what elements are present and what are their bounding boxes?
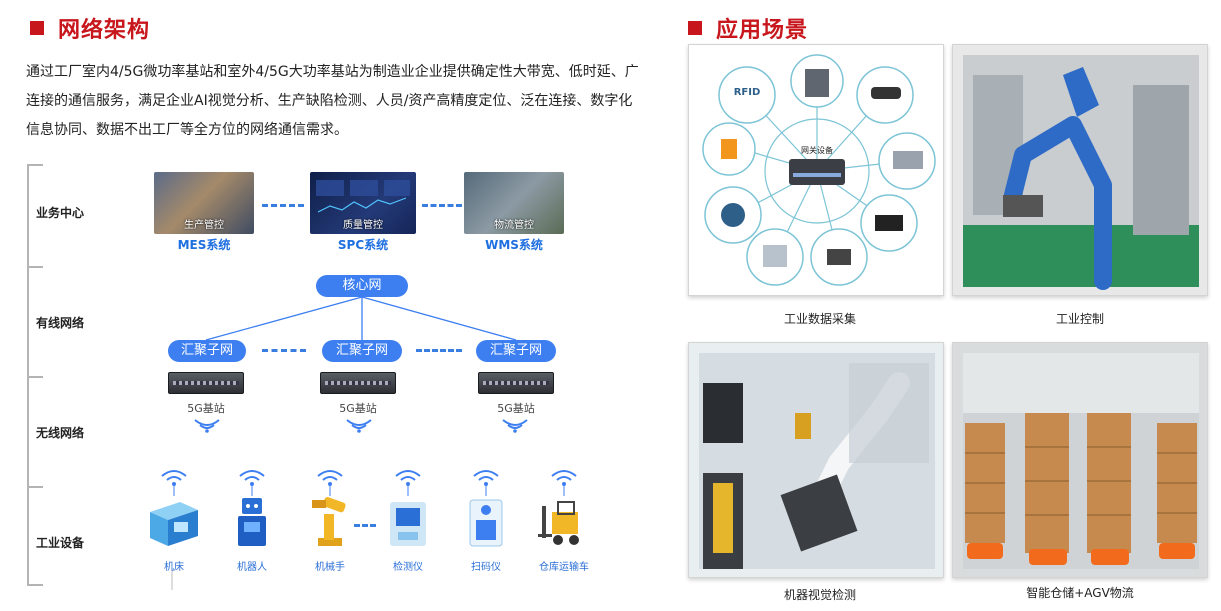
- section-title-network: 网络架构: [30, 12, 150, 44]
- scenario-caption: 机器视觉检测: [783, 588, 856, 602]
- network-diagram: 业务中心 有线网络 无线网络 工业设备 生产管控 MES系统 质量管控 SPC系…: [0, 150, 660, 611]
- scenario-tile-data-collection[interactable]: 网关设备 RFID: [688, 44, 944, 296]
- device-robot[interactable]: 机器人: [222, 462, 282, 573]
- wifi-icon: [502, 419, 528, 433]
- dashed-connector: [262, 349, 306, 352]
- app-card-wms[interactable]: 物流管控 WMS系统: [464, 172, 564, 253]
- tier-tick: [27, 164, 43, 166]
- hub-label: 网关设备: [801, 146, 833, 155]
- device-tester[interactable]: 检测仪: [378, 462, 438, 573]
- aggregation-node[interactable]: 汇聚子网: [168, 340, 246, 362]
- forklift-icon: [538, 470, 579, 545]
- app-caption: 质量管控: [343, 220, 383, 231]
- device-label: 机床: [164, 562, 184, 573]
- section-title-text: 网络架构: [58, 18, 151, 43]
- section-title-scenarios: 应用场景: [688, 12, 808, 44]
- wms-thumbnail: 物流管控: [464, 172, 564, 234]
- square-bullet-icon: [30, 21, 44, 35]
- network-links: [171, 296, 517, 590]
- scenario-tile-industrial-control[interactable]: [952, 44, 1208, 296]
- core-network-node[interactable]: 核心网: [316, 275, 408, 297]
- device-label: 检测仪: [393, 562, 423, 573]
- base-station-device: [320, 372, 396, 394]
- tier-label-wireless: 无线网络: [36, 426, 85, 440]
- device-label: 机器人: [237, 562, 267, 573]
- scenario-caption: 智能仓储+AGV物流: [1026, 586, 1134, 600]
- tier-label-business: 业务中心: [36, 206, 85, 220]
- mes-thumbnail: 生产管控: [154, 172, 254, 234]
- aggregation-node[interactable]: 汇聚子网: [476, 340, 556, 362]
- app-card-mes[interactable]: 生产管控 MES系统: [154, 172, 254, 253]
- base-station-device: [478, 372, 554, 394]
- wifi-icon: [194, 419, 220, 433]
- robot-arm-photo: [953, 45, 1207, 295]
- dashed-connector: [422, 204, 462, 207]
- tier-tick: [27, 266, 43, 268]
- dashed-connector: [416, 349, 462, 352]
- device-label: 扫码仪: [471, 562, 501, 573]
- device-label: 机械手: [315, 562, 345, 573]
- dashed-connector: [262, 204, 304, 207]
- device-forklift[interactable]: 仓库运输车: [534, 462, 594, 573]
- app-name: WMS系统: [485, 238, 543, 252]
- tier-tick: [27, 486, 43, 488]
- app-name: MES系统: [177, 238, 231, 252]
- device-robot-arm[interactable]: 机械手: [300, 462, 360, 573]
- machine-tool-icon: [150, 470, 198, 546]
- scenario-tile-machine-vision[interactable]: [688, 342, 944, 578]
- app-card-spc[interactable]: 质量管控 SPC系统: [310, 172, 416, 253]
- iot-hub-diagram: [689, 45, 943, 295]
- robot-arm-icon: [312, 470, 346, 546]
- device-label: 仓库运输车: [539, 562, 589, 573]
- tier-axis: [27, 164, 29, 586]
- spc-thumbnail: 质量管控: [310, 172, 416, 234]
- dashed-connector: [354, 524, 376, 527]
- intro-paragraph: 通过工厂室内4/5G微功率基站和室外4/5G大功率基站为制造业企业提供确定性大带…: [26, 64, 639, 138]
- app-caption: 物流管控: [494, 220, 534, 231]
- machine-vision-photo: [689, 343, 943, 577]
- base-station-label: 5G基站: [497, 402, 535, 415]
- device-scanner[interactable]: 扫码仪: [456, 462, 516, 573]
- app-caption: 生产管控: [184, 220, 224, 231]
- square-bullet-icon: [688, 21, 702, 35]
- section-title-text: 应用场景: [716, 18, 809, 43]
- base-station-label: 5G基站: [339, 402, 377, 415]
- tier-tick: [27, 584, 43, 586]
- scenario-caption: 工业数据采集: [783, 312, 856, 326]
- base-station-label: 5G基站: [187, 402, 225, 415]
- warehouse-agv-photo: [953, 343, 1207, 577]
- base-station-device: [168, 372, 244, 394]
- scenario-caption: 工业控制: [1055, 312, 1104, 326]
- scenario-tile-smart-warehouse[interactable]: [952, 342, 1208, 578]
- tier-label-wired: 有线网络: [36, 316, 85, 330]
- app-name: SPC系统: [337, 238, 389, 252]
- tier-label-devices: 工业设备: [36, 536, 85, 550]
- tier-tick: [27, 376, 43, 378]
- tester-icon: [390, 470, 426, 546]
- wifi-icon: [346, 419, 372, 433]
- device-machine-tool[interactable]: 机床: [144, 462, 204, 573]
- scanner-icon: [469, 470, 503, 547]
- aggregation-node[interactable]: 汇聚子网: [322, 340, 402, 362]
- robot-icon: [238, 470, 266, 546]
- dashboard-chart-icon: [316, 180, 410, 213]
- rfid-label: RFID: [733, 87, 761, 98]
